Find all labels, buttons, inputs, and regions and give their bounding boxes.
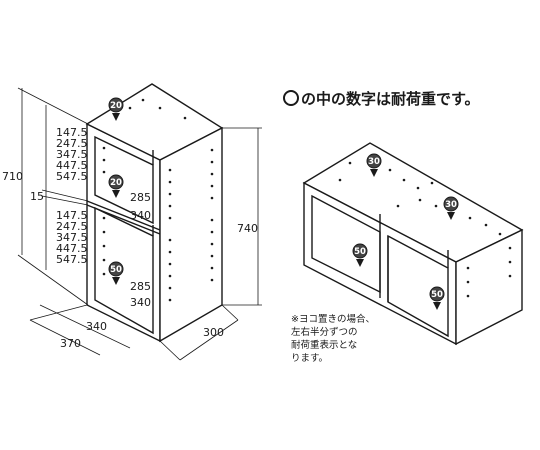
shelf-depth-label: 285 [130,191,151,204]
side-scale [17,87,262,361]
note-line: ります。 [291,353,329,364]
shelf-width-label: 340 [130,296,151,309]
load-badge-bottom: 50 [108,261,124,285]
side-label: 447.5 [56,242,88,255]
svg-text:50: 50 [431,290,443,300]
upper-side-labels: 147.5 247.5 347.5 447.5 547.5 [56,126,88,183]
depth-label: 300 [203,326,224,339]
top-dots [338,161,512,298]
load-badge-bottom-left: 50 [352,243,368,267]
shelf-depth-label: 285 [130,280,151,293]
note-line: ※ヨコ置きの場合、 [291,314,375,325]
gap-label: 15 [30,190,44,203]
svg-text:50: 50 [354,247,366,257]
side-label: 547.5 [56,253,88,266]
svg-text:30: 30 [368,157,380,167]
side-label: 347.5 [56,148,88,161]
load-capacity-title: の中の数字は耐荷重です。 [283,88,480,109]
side-label: 147.5 [56,209,88,222]
lower-side-labels: 147.5 247.5 347.5 447.5 547.5 [56,209,88,266]
horizontal-cabinet [302,142,524,346]
height-total-label: 710 [2,170,23,183]
width-inner-label: 340 [86,320,107,333]
side-label: 447.5 [56,159,88,172]
note-line: 耐荷重表示とな [291,340,358,351]
side-label: 247.5 [56,220,88,233]
svg-text:30: 30 [445,200,457,210]
side-label: 247.5 [56,137,88,150]
circle-icon [283,90,299,106]
load-badge-top-left: 30 [366,153,382,177]
horizontal-note: ※ヨコ置きの場合、 左右半分ずつの 耐荷重表示とな ります。 [291,313,421,365]
load-badge-middle: 20 [108,174,124,198]
pin-holes [102,98,214,302]
load-badge-bottom-right: 50 [429,286,445,310]
svg-text:50: 50 [110,265,122,275]
shelf-width-label: 340 [130,209,151,222]
side-label: 347.5 [56,231,88,244]
vertical-cabinet [85,83,224,343]
load-badge-top-right: 30 [443,196,459,220]
width-outer-label: 370 [60,337,81,350]
outer-height-label: 740 [237,222,258,235]
side-label: 547.5 [56,170,88,183]
svg-text:20: 20 [110,178,122,188]
load-badge-top: 20 [108,97,124,121]
svg-text:20: 20 [110,101,122,111]
note-line: 左右半分ずつの [291,327,358,338]
title-text: の中の数字は耐荷重です。 [301,90,480,108]
side-label: 147.5 [56,126,88,139]
